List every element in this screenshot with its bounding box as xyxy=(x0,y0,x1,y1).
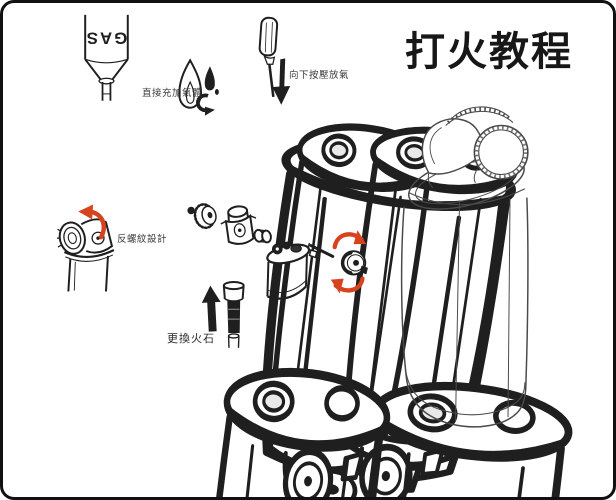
flint-part xyxy=(359,265,368,275)
label-refill: 直接充加氣體 xyxy=(142,88,203,99)
bracket-part xyxy=(220,205,257,245)
gas-canister: GAS xyxy=(84,14,129,101)
lighter-top-part xyxy=(266,241,311,300)
instruction-diagram: GAS xyxy=(56,14,574,497)
large-lighter-spark-wheel xyxy=(473,124,529,180)
exploded-parts xyxy=(187,203,318,300)
pin-part xyxy=(309,244,335,258)
large-lighter-cap xyxy=(421,118,488,175)
spark-wheel-figure xyxy=(307,242,368,276)
spark-wheel-part xyxy=(340,250,367,276)
label-reverse-thread: 反螺紋設計 xyxy=(117,234,168,245)
nut-part xyxy=(187,206,195,215)
reverse-rotation-arrow-icon xyxy=(78,204,107,240)
flint-part-small xyxy=(308,249,318,259)
screwdriver xyxy=(258,16,279,98)
flame-icon-large xyxy=(178,58,203,109)
gas-can-text: GAS xyxy=(85,29,127,48)
flint-tube-part xyxy=(222,281,245,348)
spring-part xyxy=(253,228,272,244)
label-press-down: 向下按壓放氣 xyxy=(289,70,350,81)
rotation-arrows-icon xyxy=(330,230,367,294)
page-title: 打火教程 xyxy=(405,30,573,74)
label-replace-flint: 更換火石 xyxy=(167,333,215,345)
press-down-arrow-icon xyxy=(272,58,291,105)
flame-icon-small xyxy=(204,66,215,91)
replace-flint-arrow-icon xyxy=(201,285,221,332)
rotate-arrow-icon xyxy=(196,93,209,113)
large-lighter-illustration xyxy=(400,106,529,428)
flint-wheel-part xyxy=(193,203,217,230)
flame-adjust-icons xyxy=(178,58,219,116)
